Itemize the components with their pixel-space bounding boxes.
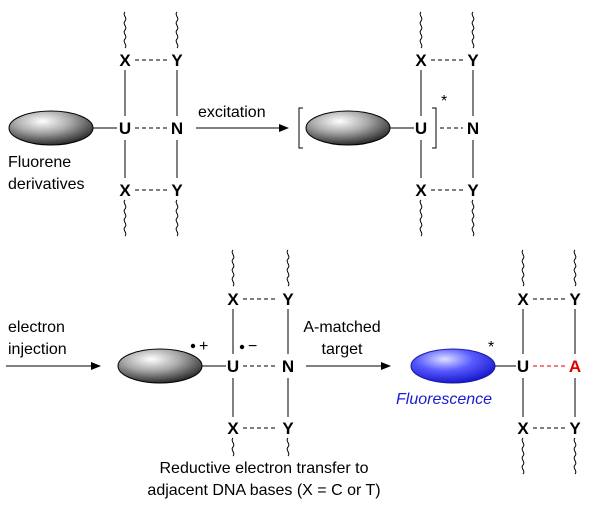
strand-wavy [419, 199, 423, 237]
fluorene-ellipse-blue [410, 348, 496, 384]
base-y-top: Y [282, 290, 294, 309]
caption-line2: adjacent DNA bases (X = C or T) [147, 482, 380, 499]
strand-wavy [521, 437, 525, 475]
base-u: U [227, 357, 239, 376]
a-matched-label-line2: target [322, 341, 363, 358]
caption-line1: Reductive electron transfer to [160, 460, 369, 477]
base-y-bottom: Y [171, 181, 183, 200]
fluorescence-label: Fluorescence [396, 391, 492, 408]
arrow-excitation: excitation [196, 104, 289, 132]
base-x-top: X [415, 51, 427, 70]
base-x-bottom: X [415, 181, 427, 200]
strand-wavy [286, 249, 290, 287]
strand-wavy [471, 11, 475, 49]
anion-sign: − [248, 338, 257, 355]
strand-wavy [471, 199, 475, 237]
fluorene-ellipse [117, 348, 203, 384]
a-matched-label-line1: A-matched [303, 319, 380, 336]
base-n: N [282, 357, 294, 376]
strand-wavy [175, 199, 179, 237]
strand-wavy [286, 437, 290, 457]
strand-wavy [573, 437, 577, 475]
base-a-red: A [569, 357, 581, 376]
strand-wavy [419, 11, 423, 49]
radical-dot [239, 344, 245, 350]
panel-charge-separated: + − X Y U N X Y Reductive electron trans… [117, 249, 381, 499]
excited-star: * [441, 93, 447, 110]
strand-wavy [175, 11, 179, 49]
base-x-bottom: X [517, 419, 529, 438]
radical-dot [190, 343, 196, 349]
arrow-electron-injection: electron injection [6, 319, 101, 370]
base-n: N [467, 119, 479, 138]
fluorene-ellipse [305, 110, 391, 146]
strand-wavy [573, 249, 577, 287]
bracket-right [432, 107, 437, 149]
base-u: U [517, 357, 529, 376]
excited-star: * [488, 339, 494, 356]
bracket-left [298, 107, 303, 149]
base-u: U [415, 119, 427, 138]
excitation-label: excitation [198, 104, 266, 121]
base-y-top: Y [467, 51, 479, 70]
fluorene-label-line1: Fluorene [8, 154, 71, 171]
base-y-bottom: Y [467, 181, 479, 200]
base-x-top: X [517, 290, 529, 309]
fluorene-ellipse [8, 110, 94, 146]
arrow-a-matched-target: A-matched target [303, 319, 391, 370]
panel-ground-state: Fluorene derivatives X Y U N X Y [8, 11, 183, 237]
strand-wavy [231, 249, 235, 287]
strand-wavy [123, 11, 127, 49]
strand-wavy [521, 249, 525, 287]
cation-sign: + [199, 338, 208, 355]
base-x-bottom: X [119, 181, 131, 200]
fluorene-label-line2: derivatives [8, 176, 84, 193]
base-x-bottom: X [227, 419, 239, 438]
strand-wavy [231, 437, 235, 457]
base-y-top: Y [171, 51, 183, 70]
base-y-bottom: Y [282, 419, 294, 438]
panel-excited-state: * X Y U N X Y [298, 11, 479, 237]
electron-injection-label-line2: injection [8, 341, 67, 358]
base-n: N [171, 119, 183, 138]
base-y-bottom: Y [569, 419, 581, 438]
strand-wavy [123, 199, 127, 237]
base-y-top: Y [569, 290, 581, 309]
base-x-top: X [119, 51, 131, 70]
base-x-top: X [227, 290, 239, 309]
base-u: U [119, 119, 131, 138]
panel-fluorescence: * Fluorescence X Y U A X Y [396, 249, 581, 475]
electron-injection-label-line1: electron [8, 319, 65, 336]
